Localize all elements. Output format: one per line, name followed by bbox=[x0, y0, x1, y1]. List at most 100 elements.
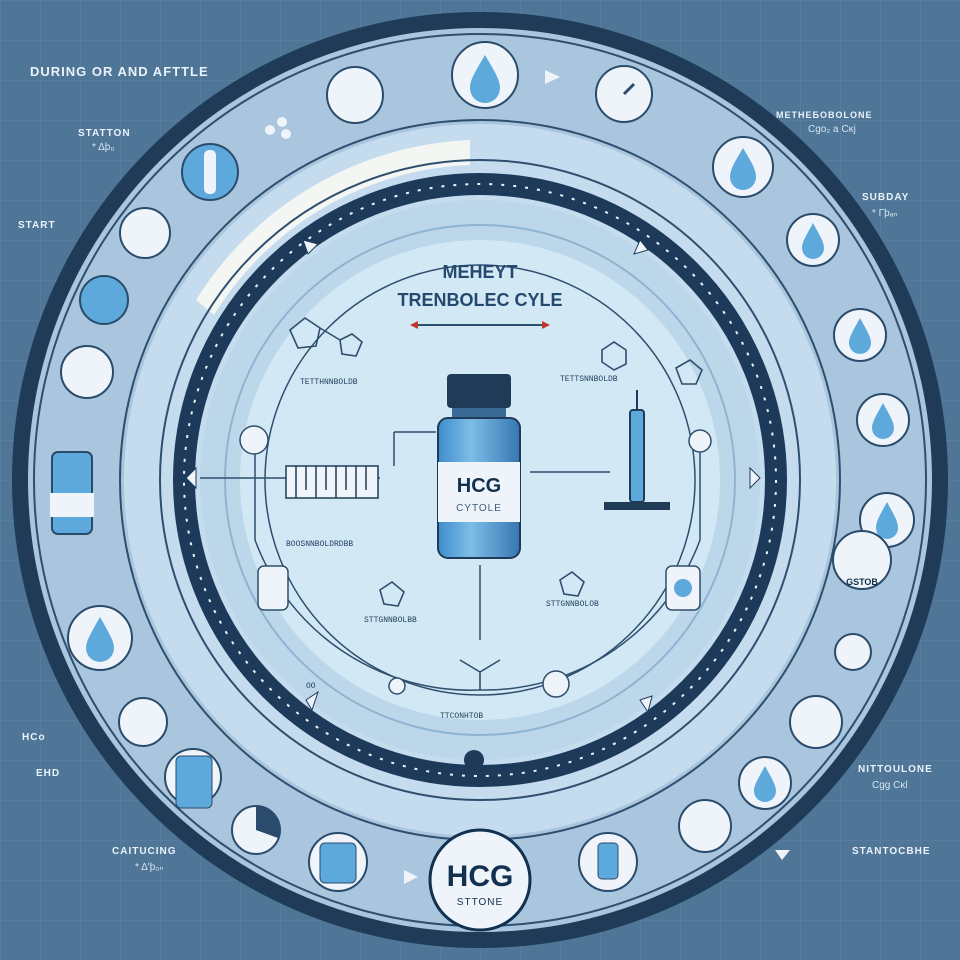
left-bottle-label bbox=[50, 493, 94, 517]
molecule-left-ring bbox=[339, 333, 363, 357]
molecule-left bbox=[289, 317, 321, 349]
navy-track-ticks bbox=[183, 183, 777, 777]
drop-icon bbox=[730, 148, 756, 190]
node-left bbox=[239, 425, 269, 455]
molecules bbox=[289, 317, 703, 690]
vial-icon bbox=[319, 842, 357, 884]
node-right bbox=[688, 429, 712, 453]
label-methenbolone: METHEБOBOLONE bbox=[776, 110, 873, 120]
header-caption: DURING OR AND AFTTLE bbox=[30, 64, 209, 79]
oo-label: OO bbox=[306, 682, 316, 691]
track-arrows bbox=[185, 239, 761, 714]
drop-icon bbox=[872, 403, 894, 439]
label-nitroulone: NITTOULONE bbox=[858, 764, 933, 775]
bottom-badge-sub: STTONE bbox=[456, 897, 504, 908]
pie-icon bbox=[256, 806, 280, 838]
node-bottom-track bbox=[464, 750, 484, 770]
hcg-bottom-badge bbox=[428, 828, 532, 932]
vial-icon bbox=[597, 842, 619, 880]
syringe-base bbox=[604, 502, 670, 510]
label-hco: HCo bbox=[22, 732, 46, 743]
drop-icon bbox=[86, 617, 114, 662]
title-rule bbox=[410, 321, 550, 329]
label-caitucing-sub: * Δ'ϸ₀ₙ bbox=[135, 862, 164, 873]
arrow-left-icon bbox=[185, 466, 197, 490]
label-station-sub: * Δϸ₀ bbox=[92, 142, 115, 153]
dot-badge bbox=[79, 275, 129, 325]
arrow-right-icon bbox=[404, 870, 418, 884]
pills-badge bbox=[789, 695, 843, 749]
arrow-icon bbox=[305, 690, 319, 712]
arrow-left-icon bbox=[410, 321, 418, 329]
drop-icon bbox=[876, 502, 898, 539]
arrow-right-icon bbox=[545, 70, 560, 84]
cup-right-dot bbox=[674, 579, 692, 597]
molecule-right-ring bbox=[675, 359, 703, 385]
dot-trio bbox=[277, 117, 287, 127]
molecule-bottom-right bbox=[559, 571, 585, 597]
dot-trio bbox=[281, 129, 291, 139]
light-band-edge bbox=[159, 159, 801, 801]
arrow-icon bbox=[639, 695, 653, 714]
node-bottom-right bbox=[542, 670, 570, 698]
ring-badge bbox=[834, 633, 872, 671]
scale-label: BOOSNNBOLDRDBB bbox=[286, 540, 354, 549]
center-title-line1: MEHEYT bbox=[442, 262, 518, 282]
molecule-label-left: TETTHNNBOLDB bbox=[300, 378, 358, 387]
molecule-label-bottom-right: STTGNNBOLOB bbox=[546, 600, 599, 609]
gstob-badge bbox=[832, 530, 892, 590]
syringe bbox=[604, 390, 670, 510]
vial-label-panel bbox=[438, 462, 520, 522]
label-subday-sub: * Γϸₐₙ bbox=[872, 208, 898, 219]
drop-icon bbox=[470, 55, 500, 103]
vial-cap bbox=[447, 374, 511, 408]
center-title-line2: TRENBOLEC CYLE bbox=[397, 290, 563, 310]
bottom-center-label: TTCONHTOB bbox=[440, 712, 484, 721]
node-bottom-left bbox=[388, 677, 406, 695]
label-end: EHD bbox=[36, 768, 61, 779]
arrow-icon bbox=[302, 239, 319, 255]
label-nitroulone-sub: Cgg Cκl bbox=[872, 780, 908, 791]
arrow-icon bbox=[633, 239, 649, 255]
molecule-bottom-center bbox=[459, 659, 501, 690]
globe-badge-bl bbox=[118, 697, 168, 747]
arrow-down-icon bbox=[775, 850, 790, 860]
drop-icon bbox=[802, 223, 824, 259]
cups bbox=[239, 425, 712, 770]
inner-band-edge bbox=[224, 224, 736, 736]
vial-label-sub: CYTOLE bbox=[456, 503, 502, 514]
arrow-right-icon bbox=[542, 321, 550, 329]
outer-arrows bbox=[404, 70, 790, 884]
globe-badge-l bbox=[119, 207, 171, 259]
molecule-right bbox=[601, 341, 627, 371]
syringe-barrel bbox=[629, 409, 645, 503]
dot-trio bbox=[265, 125, 275, 135]
label-station: STATTON bbox=[78, 128, 131, 139]
clock-icon bbox=[622, 82, 636, 96]
center-inner-ring bbox=[264, 264, 696, 696]
ball-badge bbox=[678, 799, 732, 853]
bottom-badge-main: HCG bbox=[446, 860, 514, 893]
molecule-bottom-left bbox=[379, 581, 405, 607]
globe-badge-top bbox=[326, 66, 384, 124]
label-subday: SUBDAY bbox=[862, 192, 910, 203]
label-start: START bbox=[18, 220, 56, 231]
scale-bar bbox=[285, 465, 379, 499]
bottle-icon bbox=[175, 755, 213, 809]
cream-arc bbox=[196, 140, 470, 315]
label-gstob: GSTOB bbox=[846, 577, 878, 587]
jar-badge bbox=[60, 345, 114, 399]
vial-label-main: HCG bbox=[456, 475, 502, 497]
vial-neck bbox=[452, 408, 506, 418]
label-caitucing: CAITUCING bbox=[112, 846, 177, 857]
label-methenbolone-sub: Cgo₂ a Cκj bbox=[808, 124, 856, 135]
drop-icon bbox=[754, 766, 776, 802]
molecule-label-bottom-left: STTGNNBOLBB bbox=[364, 616, 417, 625]
outer-icons bbox=[50, 41, 915, 932]
thermo-icon bbox=[204, 150, 216, 194]
drop-icon bbox=[849, 318, 871, 354]
cup-left bbox=[257, 565, 289, 611]
arrow-right-icon bbox=[749, 466, 761, 490]
